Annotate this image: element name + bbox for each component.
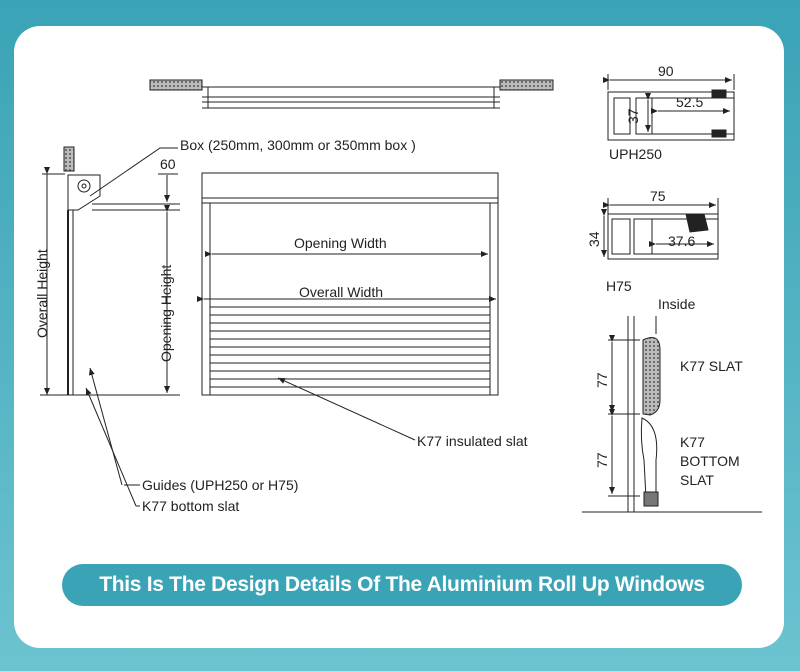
front-elevation xyxy=(197,172,499,441)
h75-profile xyxy=(601,198,719,260)
caption-banner: This Is The Design Details Of The Alumin… xyxy=(62,564,742,606)
h75-width: 75 xyxy=(650,188,666,204)
slat-detail xyxy=(582,316,762,513)
guide-leaders xyxy=(85,367,140,507)
bottom-seal xyxy=(643,491,659,507)
h75-inner: 37.6 xyxy=(668,233,695,249)
guides-label: Guides (UPH250 or H75) xyxy=(142,477,298,493)
uph250-width: 90 xyxy=(658,63,674,79)
side-wall-hatch xyxy=(63,146,75,172)
dim-77-a: 77 xyxy=(594,372,610,388)
uph250-profile xyxy=(603,74,735,141)
uph250-inner: 52.5 xyxy=(676,94,703,110)
h75-seal xyxy=(685,213,709,233)
diagram-card xyxy=(14,26,784,648)
box-label: Box (250mm, 300mm or 350mm box ) xyxy=(180,137,416,153)
opening-width-label: Opening Width xyxy=(294,235,387,251)
insulated-slat-label: K77 insulated slat xyxy=(417,433,528,449)
inside-label: Inside xyxy=(658,296,696,312)
opening-height-label: Opening Height xyxy=(158,265,174,362)
seal-top xyxy=(711,89,727,98)
uph250-height: 37 xyxy=(625,108,641,124)
bottom-slat-line3: SLAT xyxy=(680,472,714,488)
wall-hatch-right xyxy=(499,79,554,91)
overall-width-label: Overall Width xyxy=(299,284,383,300)
uph250-name: UPH250 xyxy=(609,146,662,162)
slat-lines xyxy=(210,306,490,388)
side-section xyxy=(40,146,180,396)
bottom-slat-shape xyxy=(640,417,658,499)
k77-slat-label: K77 SLAT xyxy=(680,358,743,374)
h75-name: H75 xyxy=(606,278,632,294)
bottom-slat-label: K77 bottom slat xyxy=(142,498,239,514)
k77-slat-shape xyxy=(642,337,661,416)
wall-hatch-left xyxy=(149,79,203,91)
top-plan-view xyxy=(149,79,554,109)
overall-height-label: Overall Height xyxy=(34,249,50,338)
dim-60-label: 60 xyxy=(160,156,176,172)
bottom-slat-line1: K77 xyxy=(680,434,705,450)
seal-bottom xyxy=(711,129,727,138)
dim-77-b: 77 xyxy=(594,452,610,468)
bottom-slat-line2: BOTTOM xyxy=(680,453,740,469)
h75-height: 34 xyxy=(586,231,602,247)
